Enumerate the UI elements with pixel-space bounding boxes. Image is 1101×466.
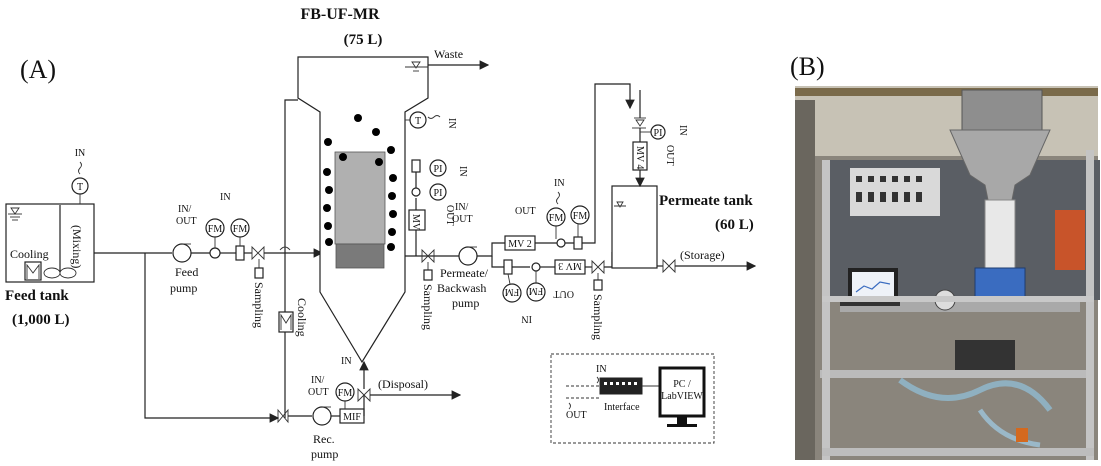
permeate-tank-pi-tag: PI xyxy=(654,128,663,139)
permeate-pump-io-in: IN/ xyxy=(455,202,469,213)
reactor-title: FB-UF-MR xyxy=(300,6,380,23)
distributor-plate xyxy=(336,244,384,268)
feed-tank-volume: (1,000 L) xyxy=(12,312,70,328)
permeate-tank-io-out: OUT xyxy=(664,145,675,166)
pressure-indicator-2-tag: PI xyxy=(434,188,443,199)
recirc-pump-icon xyxy=(313,407,331,425)
mv2-label: MV 2 xyxy=(508,239,531,250)
storage-label: (Storage) xyxy=(680,248,725,262)
feed-io-out: OUT xyxy=(176,216,197,227)
tank-sampling-label: Sampling xyxy=(591,294,605,340)
permeate-pump-label-1: Permeate/ xyxy=(440,266,489,280)
permeate-pump-label-3: pump xyxy=(452,296,479,310)
recirc-pump-label-1: Rec. xyxy=(313,432,335,446)
mv2-io-in: IN xyxy=(554,178,565,189)
storage-valve xyxy=(663,260,675,272)
mv2-flowmeter-2-tag: FM xyxy=(573,211,588,222)
feed-cooling-label: Cooling xyxy=(10,247,49,261)
membrane-module xyxy=(335,152,385,244)
mv3-label: MV 3 xyxy=(558,260,581,271)
feed-flowmeter-2-tag: FM xyxy=(233,224,248,235)
recirc-cooling-label: Cooling xyxy=(295,298,309,337)
feed-pump-label-2: pump xyxy=(170,281,197,295)
waste-label: Waste xyxy=(434,47,463,61)
reactor-temp-io: IN xyxy=(446,118,457,129)
pc-label-2: LabVIEW xyxy=(661,391,703,402)
mv3-io-in: IN xyxy=(521,313,532,324)
recirc-flowmeter-tag: FM xyxy=(338,388,353,399)
feed-tank-title: Feed tank xyxy=(5,288,69,304)
panel-label-b: (B) xyxy=(790,52,825,81)
mv2-io-out: OUT xyxy=(515,206,536,217)
disposal-label: (Disposal) xyxy=(378,377,428,391)
permeate-pump-icon xyxy=(459,247,477,265)
permeate-tank-io-in: IN xyxy=(677,125,688,136)
pc-label-1: PC / xyxy=(673,379,691,390)
permeate-mv-label: MV xyxy=(410,214,421,231)
permeate-pump-io-out: OUT xyxy=(452,214,473,225)
feed-io-in-2: IN xyxy=(220,192,231,203)
mv4-label: MV 4 xyxy=(634,146,645,169)
panel-label-a: (A) xyxy=(20,55,56,84)
permeate-tank-volume: (60 L) xyxy=(715,217,754,233)
permeate-sampling-label: Sampling xyxy=(421,284,435,330)
feed-pump-icon xyxy=(173,244,191,262)
control-io-in: IN xyxy=(596,364,607,375)
reactor-volume: (75 L) xyxy=(344,32,383,48)
recirc-io-in: IN/ xyxy=(311,375,325,386)
feed-temp-io: IN xyxy=(75,148,86,159)
feed-mixing-label: (Mixing) xyxy=(70,225,84,268)
mv3-io-out: OUT xyxy=(553,288,574,299)
feed-sampling-valve xyxy=(252,247,264,259)
permeate-tank xyxy=(612,186,657,268)
feed-pump-label-1: Feed xyxy=(175,265,198,279)
mv3-flowmeter-1-tag: FM xyxy=(505,286,520,297)
mif-label: MIF xyxy=(343,412,361,423)
feed-sampling-label: Sampling xyxy=(252,282,266,328)
reactor-temp-tag: T xyxy=(415,116,421,127)
permeate-pi-io-in: IN xyxy=(457,166,468,177)
mv2-flowmeter-1-tag: FM xyxy=(549,213,564,224)
recirc-io-in-2: IN xyxy=(341,356,352,367)
interface-device-icon xyxy=(600,378,642,394)
recirc-pump-label-2: pump xyxy=(311,447,338,461)
pressure-indicator-1-tag: PI xyxy=(434,164,443,175)
control-io-out: OUT xyxy=(566,410,587,421)
feed-temp-tag: T xyxy=(77,182,83,193)
permeate-tank-title: Permeate tank xyxy=(659,193,753,209)
tank-sampling-valve xyxy=(592,261,604,273)
setup-photo xyxy=(795,86,1100,460)
recirc-io-out: OUT xyxy=(308,387,329,398)
feed-flowmeter-1-tag: FM xyxy=(208,224,223,235)
interface-label: Interface xyxy=(604,402,640,413)
mv3-flowmeter-2-tag: FM xyxy=(529,285,544,296)
feed-io-in: IN/ xyxy=(178,204,192,215)
permeate-pump-label-2: Backwash xyxy=(437,281,486,295)
